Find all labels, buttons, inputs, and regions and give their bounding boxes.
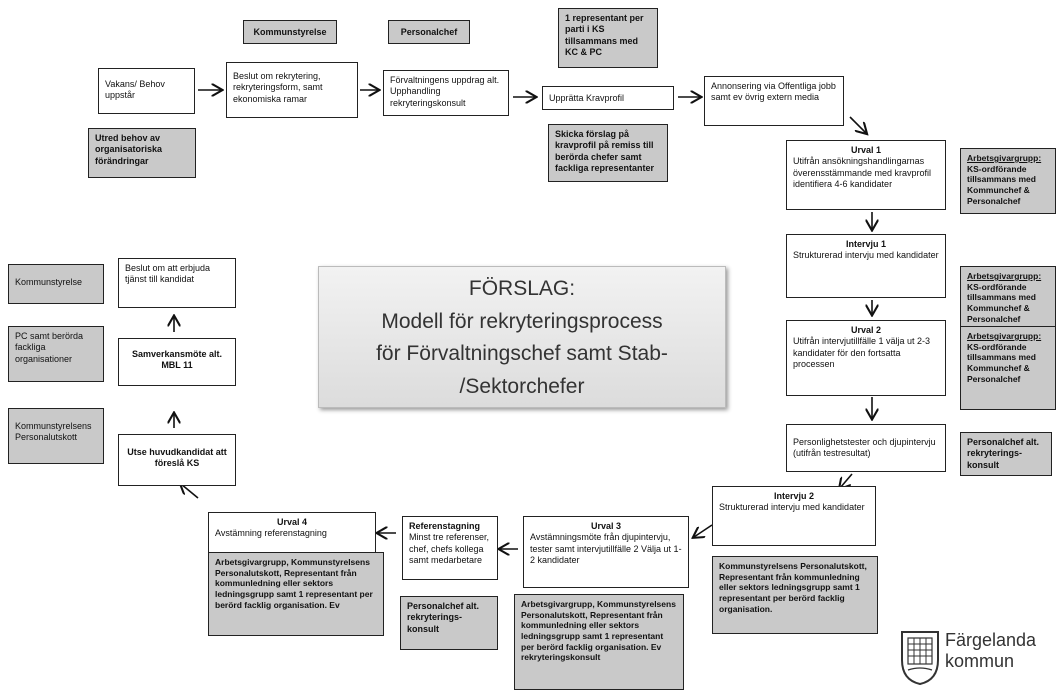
- ks-personalutskott-box: Kommunstyrelsens Personalutskott: [8, 408, 104, 464]
- arbetsgivargrupp-urval4-box: Arbetsgivargrupp, Kommunstyrelsens Perso…: [208, 552, 384, 636]
- center-title-line4: /Sektorchefer: [459, 374, 585, 398]
- logo-text: Färgelanda kommun: [945, 630, 1036, 671]
- arbetsgivargrupp-2-box: Arbetsgivargrupp: KS-ordförande tillsamm…: [960, 266, 1056, 332]
- representant-box: 1 representant per parti i KS tillsamman…: [558, 8, 658, 68]
- intervju1-box: Intervju 1 Strukturerad intervju med kan…: [786, 234, 946, 298]
- arbetsgivargrupp-3-box: Arbetsgivargrupp: KS-ordförande tillsamm…: [960, 326, 1056, 410]
- annonsering-box: Annonsering via Offentliga jobb samt ev …: [704, 76, 844, 126]
- vakans-box: Vakans/ Behov uppstår: [98, 68, 195, 114]
- urval2-box: Urval 2 Utifrån intervjutillfälle 1 välj…: [786, 320, 946, 396]
- personalchef-top-label: Personalchef: [400, 27, 458, 37]
- beslut-erbjuda-box: Beslut om att erbjuda tjänst till kandid…: [118, 258, 236, 308]
- kommunstyrelse-top-box: Kommunstyrelse: [243, 20, 337, 44]
- ks-right-box: Kommunstyrelsens Personalutskott, Repres…: [712, 556, 878, 634]
- arrow-personlighet-intervju2: [840, 473, 853, 488]
- arbetsgivargrupp-3-text: KS-ordförande tillsammans med Kommunchef…: [967, 341, 1036, 384]
- pc-fackliga-box: PC samt berörda fackliga organisationer: [8, 326, 104, 382]
- arbetsgivargrupp-2-title: Arbetsgivargrupp:: [967, 271, 1042, 281]
- arbetsgivargrupp-1-title: Arbetsgivargrupp:: [967, 153, 1042, 163]
- personalchef-alt-mid-box: Personalchef alt. rekryterings- konsult: [400, 596, 498, 650]
- personalchef-alt-right-label: Personalchef alt. rekryterings- konsult: [967, 437, 1040, 470]
- ks-right-label: Kommunstyrelsens Personalutskott, Repres…: [719, 561, 867, 614]
- personalchef-alt-mid-label: Personalchef alt. rekryterings- konsult: [407, 601, 480, 634]
- arbetsgivargrupp-urval4-label: Arbetsgivargrupp, Kommunstyrelsens Perso…: [215, 557, 373, 610]
- arbetsgivargrupp-1-text: KS-ordförande tillsammans med Kommunchef…: [967, 163, 1036, 206]
- beslut-erbjuda-label: Beslut om att erbjuda tjänst till kandid…: [125, 263, 211, 285]
- logo-line1: Färgelanda: [945, 630, 1037, 650]
- referenstagning-box: Referenstagning Minst tre referenser, ch…: [402, 516, 498, 580]
- arbetsgivargrupp-1-box: Arbetsgivargrupp: KS-ordförande tillsamm…: [960, 148, 1056, 214]
- center-title-line2: Modell för rekryteringsprocess: [381, 309, 663, 333]
- utse-box: Utse huvudkandidat att föreslå KS: [118, 434, 236, 486]
- urval4-title: Urval 4: [276, 517, 308, 527]
- urval4-text: Avstämning referenstagning: [215, 528, 327, 539]
- forvaltning-label: Förvaltningens uppdrag alt. Upphandling …: [390, 75, 500, 108]
- skicka-label: Skicka förslag på kravprofil på remiss t…: [555, 129, 655, 173]
- annonsering-label: Annonsering via Offentliga jobb samt ev …: [711, 81, 836, 103]
- pc-fackliga-label: PC samt berörda fackliga organisationer: [15, 331, 84, 364]
- beslut-rekrytering-label: Beslut om rekrytering, rekryteringsform,…: [233, 71, 323, 104]
- intervju2-box: Intervju 2 Strukturerad intervju med kan…: [712, 486, 876, 546]
- vakans-label: Vakans/ Behov uppstår: [105, 79, 165, 101]
- utse-label: Utse huvudkandidat att föreslå KS: [127, 447, 227, 469]
- beslut-rekrytering-box: Beslut om rekrytering, rekryteringsform,…: [226, 62, 358, 118]
- forvaltning-box: Förvaltningens uppdrag alt. Upphandling …: [383, 70, 509, 116]
- arrow-annonsering-urval1: [849, 116, 866, 133]
- referenstagning-title: Referenstagning: [409, 521, 481, 531]
- center-title-line3: för Förvaltningschef samt Stab-: [376, 342, 668, 366]
- intervju1-title: Intervju 1: [845, 239, 886, 249]
- municipality-crest-icon: [901, 631, 939, 686]
- arbetsgivargrupp-2-text: KS-ordförande tillsammans med Kommunchef…: [967, 281, 1036, 324]
- intervju2-text: Strukturerad intervju med kandidater: [719, 502, 865, 513]
- utred-box: Utred behov av organisatoriska förändrin…: [88, 128, 196, 178]
- arbetsgivargrupp-urval3-label: Arbetsgivargrupp, Kommunstyrelsens Perso…: [521, 599, 676, 663]
- urval1-title: Urval 1: [850, 145, 882, 155]
- personlighet-box: Personlighetstester och djupintervju (ut…: [786, 424, 946, 472]
- kommunstyrelse-left-label: Kommunstyrelse: [15, 277, 83, 287]
- intervju1-text: Strukturerad intervju med kandidater: [793, 250, 939, 261]
- skicka-box: Skicka förslag på kravprofil på remiss t…: [548, 124, 668, 182]
- ks-personalutskott-label: Kommunstyrelsens Personalutskott: [15, 421, 92, 443]
- urval1-box: Urval 1 Utifrån ansökningshandlingarnas …: [786, 140, 946, 210]
- urval2-title: Urval 2: [850, 325, 882, 335]
- arbetsgivargrupp-urval3-box: Arbetsgivargrupp, Kommunstyrelsens Perso…: [514, 594, 684, 690]
- arbetsgivargrupp-3-title: Arbetsgivargrupp:: [967, 331, 1042, 341]
- urval3-text: Avstämningsmöte från djupintervju, teste…: [530, 532, 682, 565]
- samverkan-box: Samverkansmöte alt. MBL 11: [118, 338, 236, 386]
- kommunstyrelse-top-label: Kommunstyrelse: [253, 27, 327, 37]
- referenstagning-text: Minst tre referenser, chef, chefs kolleg…: [409, 532, 490, 565]
- representant-label: 1 representant per parti i KS tillsamman…: [565, 13, 644, 57]
- utred-label: Utred behov av organisatoriska förändrin…: [95, 133, 163, 166]
- personalchef-top-box: Personalchef: [388, 20, 470, 44]
- intervju2-title: Intervju 2: [773, 491, 814, 501]
- kravprofil-label: Upprätta Kravprofil: [549, 93, 625, 103]
- kommunstyrelse-left-box: Kommunstyrelse: [8, 264, 104, 304]
- arrow-intervju2-urval3: [694, 524, 713, 537]
- urval4-box: Urval 4 Avstämning referenstagning: [208, 512, 376, 558]
- urval3-box: Urval 3 Avstämningsmöte från djupintervj…: [523, 516, 689, 588]
- kravprofil-box: Upprätta Kravprofil: [542, 86, 674, 110]
- logo-line2: kommun: [945, 650, 1015, 671]
- urval1-text: Utifrån ansökningshandlingarnas överenss…: [793, 156, 932, 189]
- personalchef-alt-right-box: Personalchef alt. rekryterings- konsult: [960, 432, 1052, 476]
- urval3-title: Urval 3: [590, 521, 622, 531]
- center-title-line1: FÖRSLAG:: [468, 277, 576, 300]
- samverkan-label: Samverkansmöte alt. MBL 11: [131, 349, 223, 371]
- center-title-panel: FÖRSLAG: Modell för rekryteringsprocess …: [318, 266, 726, 408]
- personlighet-label: Personlighetstester och djupintervju (ut…: [793, 437, 936, 459]
- urval2-text: Utifrån intervjutillfälle 1 välja ut 2-3…: [793, 336, 931, 369]
- arrow-urval4-utse: [181, 484, 199, 499]
